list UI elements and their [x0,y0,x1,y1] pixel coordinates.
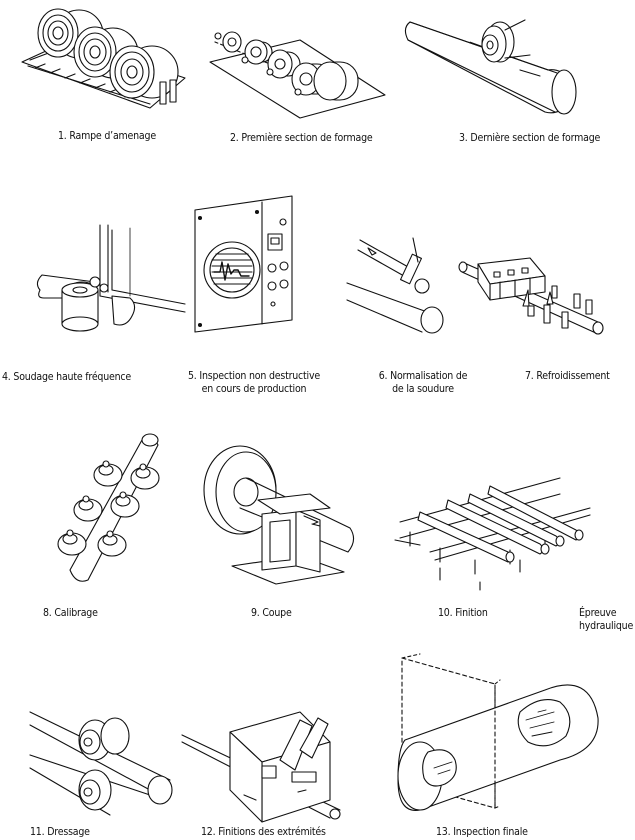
last-forming-drawing [404,19,577,115]
first-forming-drawing [209,31,386,119]
caption-9: 9. Coupe [251,607,292,619]
caption-hydro-line1: Épreuve [579,607,617,619]
caption-6: 6. Normalisation de de la soudure [372,370,474,396]
straightening-drawing [29,711,173,816]
cutting-drawing [203,445,355,585]
cooling-drawing [458,257,604,335]
caption-13: 13. Inspection finale [436,826,528,838]
coil-ramp-drawing [21,8,186,109]
caption-5: 5. Inspection non destructive en cours d… [183,370,325,396]
ndt-inspection-drawing [194,195,293,333]
caption-6-line1: 6. Normalisation de [378,370,468,382]
caption-1: 1. Rampe d’amenage [58,130,156,142]
caption-hydro-test: Épreuve hydraulique [579,607,633,633]
caption-2: 2. Première section de formage [230,132,373,144]
caption-hydro-line2: hydraulique [579,620,634,632]
weld-normalizing-drawing [346,237,444,334]
caption-11: 11. Dressage [30,826,90,838]
caption-6-line2: de la soudure [392,383,454,395]
caption-3: 3. Dernière section de formage [459,132,601,144]
caption-5-line1: 5. Inspection non destructive [188,370,320,382]
final-inspection-drawing [397,653,599,811]
caption-12: 12. Finitions des extrémités [201,826,326,838]
sizing-drawing [57,433,160,582]
finishing-drawing [394,477,591,591]
caption-4: 4. Soudage haute fréquence [2,371,132,383]
caption-5-line2: en cours de production [201,383,307,395]
end-finishing-drawing [181,711,341,823]
caption-7: 7. Refroidissement [525,370,610,382]
caption-10: 10. Finition [438,607,488,619]
caption-8: 8. Calibrage [43,607,98,619]
hf-welding-drawing [36,224,186,332]
